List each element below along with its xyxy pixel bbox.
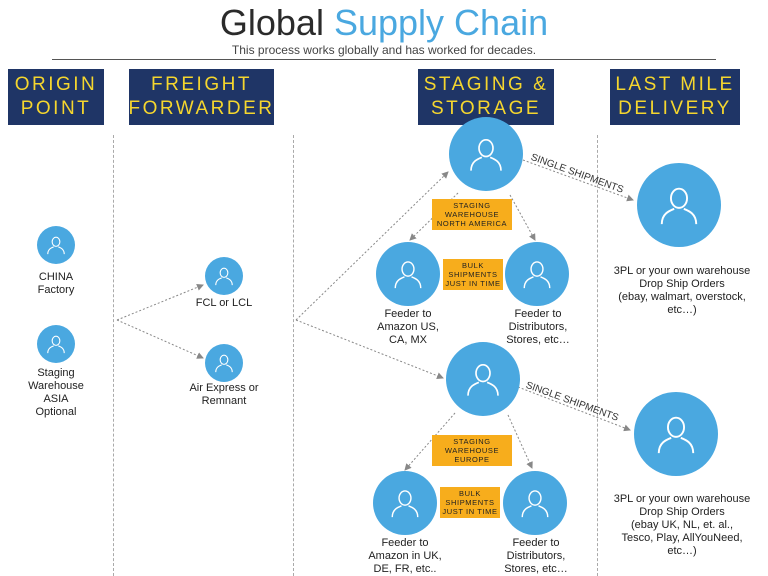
- person-icon: [47, 335, 65, 354]
- feeder-distributors-eu-label: Feeder to Distributors, Stores, etc…: [504, 537, 568, 575]
- feeder-amazon-eu-label: Feeder to Amazon in UK, DE, FR, etc..: [368, 537, 442, 575]
- last-mile-eu-node: [634, 392, 718, 476]
- air-express-node: [205, 344, 243, 382]
- header-staging-storage: STAGING & STORAGE: [418, 69, 554, 125]
- person-icon: [467, 364, 499, 396]
- china-factory-node: [37, 226, 75, 264]
- subtitle: This process works globally and has work…: [231, 43, 537, 57]
- feeder-distributors-eu-node: [503, 471, 567, 535]
- last-mile-na-node: [637, 163, 721, 247]
- header-freight-forwarder: FREIGHT FORWARDER: [129, 69, 274, 125]
- staging-warehouse-eu-tag: STAGING WAREHOUSE EUROPE: [432, 435, 512, 466]
- feeder-distributors-na-label: Feeder to Distributors, Stores, etc…: [506, 308, 570, 346]
- person-icon: [215, 354, 233, 373]
- column-divider: [113, 135, 114, 576]
- person-icon: [47, 236, 65, 255]
- person-icon: [215, 267, 233, 286]
- air-express-label: Air Express or Remnant: [189, 382, 259, 407]
- staging-eu-node: [446, 342, 520, 416]
- person-icon: [391, 490, 419, 518]
- feeder-amazon-eu-node: [373, 471, 437, 535]
- person-icon: [394, 261, 422, 289]
- arrow-na-to-last-mile: [522, 159, 634, 202]
- arrow-origin-to-fcl: [116, 284, 204, 321]
- header-origin-point: ORIGIN POINT: [8, 69, 104, 125]
- staging-asia-label: Staging Warehouse ASIA Optional: [28, 367, 84, 418]
- last-mile-eu-label: 3PL or your own warehouse Drop Ship Orde…: [613, 493, 751, 557]
- feeder-distributors-na-node: [505, 242, 569, 306]
- column-divider: [293, 135, 294, 576]
- column-divider: [597, 135, 598, 576]
- arrow-forwarder-to-staging-na: [295, 171, 449, 321]
- title-divider: [52, 59, 716, 60]
- page-title: Global Supply Chain: [219, 2, 549, 43]
- arrow-eu-to-feeder-distributors: [507, 414, 533, 469]
- last-mile-na-label: 3PL or your own warehouse Drop Ship Orde…: [613, 265, 751, 316]
- arrow-eu-to-feeder-amazon: [404, 412, 456, 471]
- china-factory-label: CHINA Factory: [37, 271, 75, 296]
- arrow-origin-to-air: [116, 319, 204, 359]
- person-icon: [523, 261, 551, 289]
- staging-asia-node: [37, 325, 75, 363]
- staging-na-node: [449, 117, 523, 191]
- staging-warehouse-na-tag: STAGING WAREHOUSE NORTH AMERICA: [432, 199, 512, 230]
- fcl-lcl-label: FCL or LCL: [195, 297, 253, 309]
- header-last-mile-delivery: LAST MILE DELIVERY: [610, 69, 740, 125]
- fcl-lcl-node: [205, 257, 243, 295]
- feeder-amazon-us-label: Feeder to Amazon US, CA, MX: [377, 308, 439, 346]
- person-icon: [470, 139, 502, 171]
- person-icon: [657, 416, 695, 454]
- person-icon: [660, 187, 698, 225]
- bulk-shipments-eu-tag: BULK SHIPMENTS JUST IN TIME: [440, 487, 500, 518]
- bulk-shipments-na-tag: BULK SHIPMENTS JUST IN TIME: [443, 259, 503, 290]
- feeder-amazon-us-node: [376, 242, 440, 306]
- person-icon: [521, 490, 549, 518]
- arrow-na-to-feeder-distributors: [509, 194, 536, 241]
